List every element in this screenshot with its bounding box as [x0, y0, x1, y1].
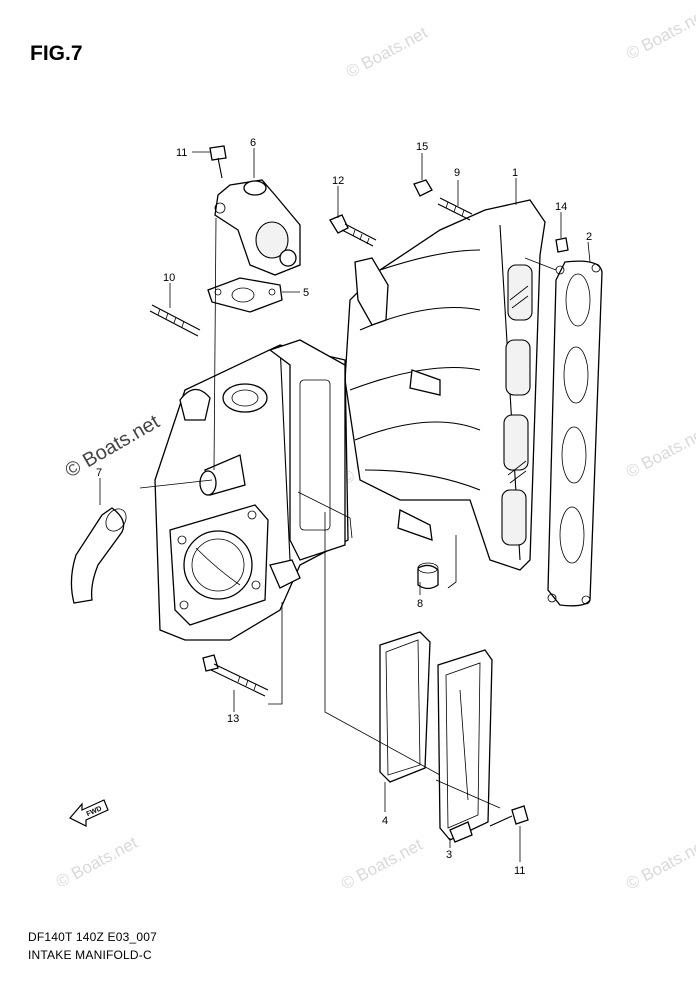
hose-part: [70, 507, 127, 604]
watermark-top-center: © Boats.net: [343, 23, 431, 82]
spacer-bushing: [417, 562, 439, 590]
callout-5: 5: [303, 287, 309, 299]
nut-15: [413, 179, 433, 197]
callout-8: 8: [417, 598, 423, 610]
callout-4: 4: [382, 815, 388, 827]
callout-15: 15: [416, 141, 428, 153]
cover-gasket: [379, 631, 431, 783]
throttle-body-plenum: [154, 339, 349, 641]
callout-9: 9: [454, 167, 460, 179]
callout-13: 13: [227, 713, 239, 725]
callout-11-top: 11: [176, 147, 187, 159]
watermark-middle-right: © Boats.net: [623, 423, 696, 482]
callout-3: 3: [446, 849, 452, 861]
bolt-11-bottom: [489, 805, 529, 827]
fwd-arrow-icon: FWD: [69, 799, 109, 827]
figure-code: DF140T 140Z E03_007: [28, 930, 157, 944]
watermark-bottom-left: © Boats.net: [53, 833, 141, 892]
bolt-13: [202, 654, 269, 697]
iac-gasket: [207, 277, 283, 313]
callout-2: 2: [586, 231, 592, 243]
stud-10: [149, 304, 201, 337]
idle-air-control-valve: [214, 179, 301, 276]
figure-name: INTAKE MANIFOLD-C: [28, 948, 152, 962]
bolt-12: [329, 214, 377, 247]
callout-10: 10: [163, 272, 175, 284]
callout-14: 14: [555, 201, 567, 213]
callout-labels: 11 6 15 9 1 12 14 2 10 5 7 8 13 4 3 11: [96, 137, 592, 877]
figure-title: FIG.7: [30, 42, 83, 65]
cover-plate: [437, 649, 493, 843]
pin-14: [555, 237, 569, 253]
leader-lines: [99, 148, 591, 862]
intake-manifold-body: [344, 199, 546, 571]
callout-11-bottom: 11: [514, 865, 525, 877]
bolt-11-top: [209, 145, 227, 179]
callout-12: 12: [332, 175, 344, 187]
watermark-bottom-center: © Boats.net: [338, 835, 426, 894]
stud-9: [437, 197, 473, 221]
watermark-top-right: © Boats.net: [623, 5, 696, 64]
watermark-main: © Boats.net: [62, 411, 164, 483]
watermark-bottom-right: © Boats.net: [623, 835, 696, 894]
manifold-gasket: [547, 260, 603, 607]
callout-7: 7: [96, 467, 102, 479]
callout-6: 6: [250, 137, 256, 149]
callout-1: 1: [512, 167, 518, 179]
